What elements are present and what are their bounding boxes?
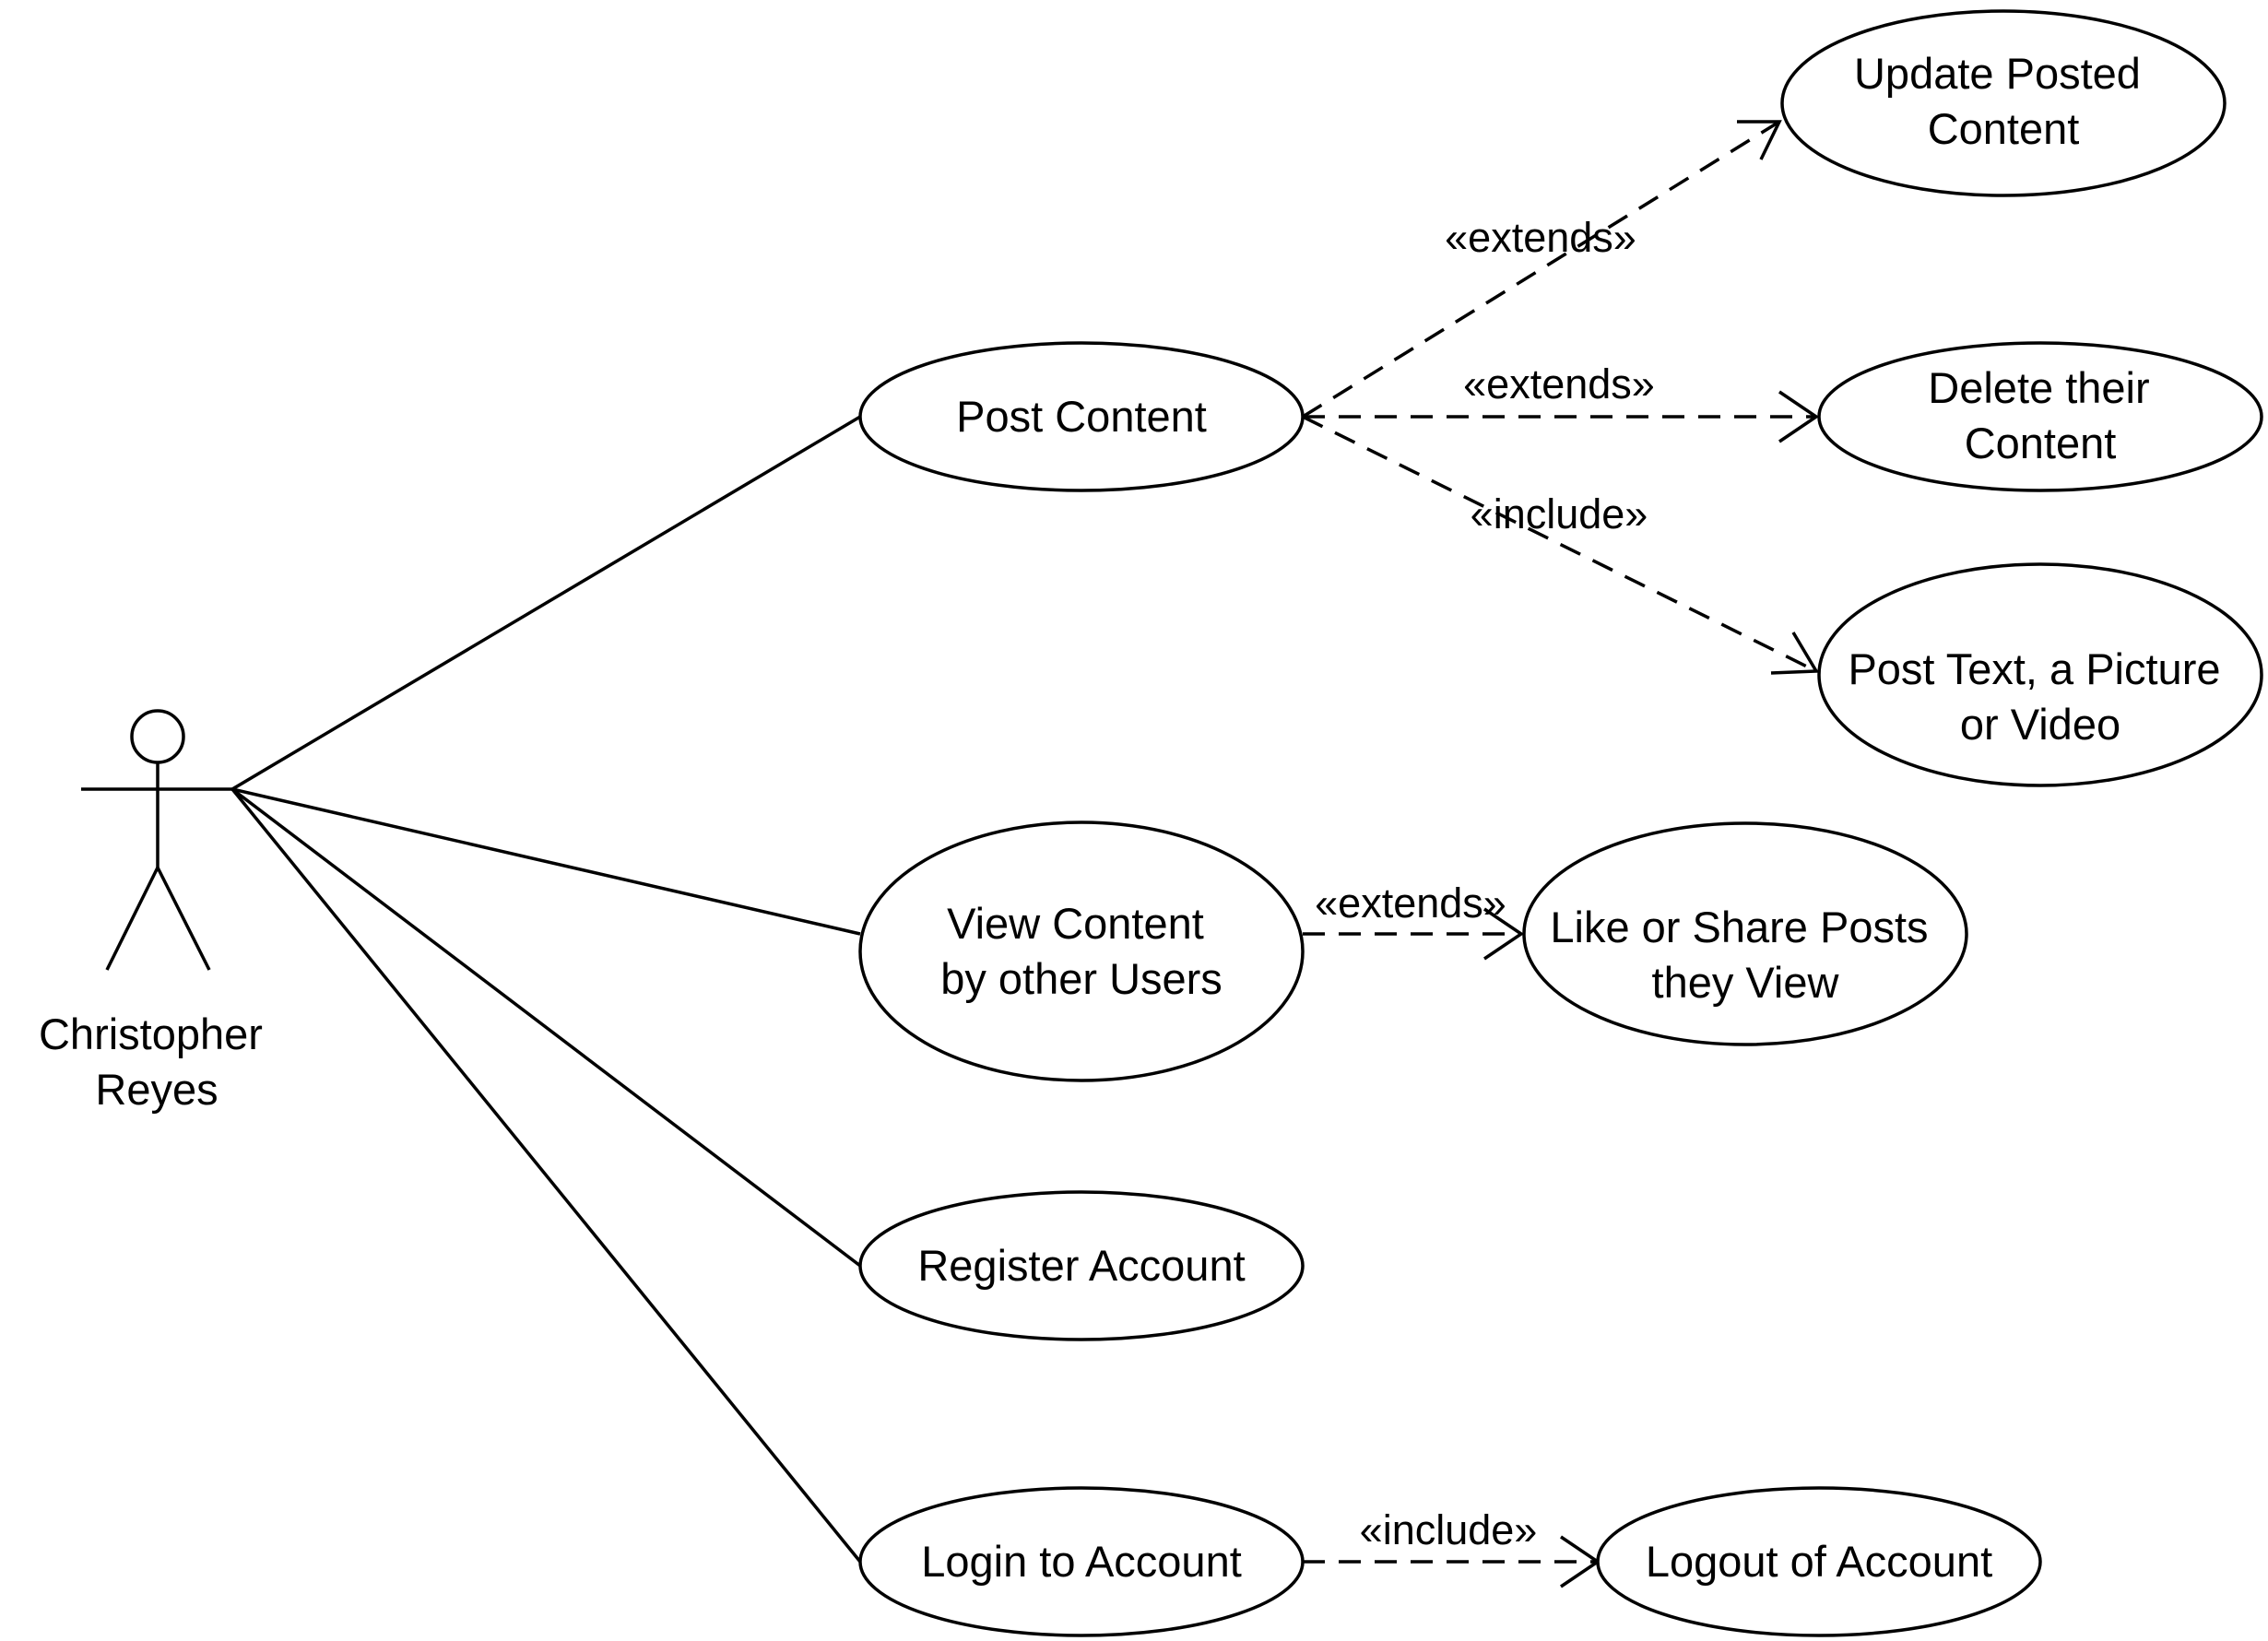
use-case-label-login-account: Login to Account <box>921 1537 1242 1586</box>
label-post-to-text: «include» <box>1471 490 1648 537</box>
use-case-label-post-content: Post Content <box>956 392 1207 441</box>
association-post-content <box>231 415 861 791</box>
dependency-post-to-text <box>1302 415 1817 673</box>
use-case-label-view-content: View Content by other Users <box>940 899 1223 1003</box>
arrowhead-update <box>1737 120 1782 160</box>
label-view-to-like: «extends» <box>1315 880 1506 927</box>
association-register-account <box>230 787 862 1268</box>
label-post-to-update: «extends» <box>1445 214 1636 261</box>
use-case-register-account <box>858 1190 1305 1341</box>
use-case-view-content <box>858 820 1305 1082</box>
use-case-label-register-account: Register Account <box>917 1241 1245 1290</box>
arrowhead-delete <box>1778 390 1820 443</box>
label-login-to-logout: «include» <box>1360 1506 1538 1553</box>
use-case-label-delete-content: Delete their Content <box>1928 363 2161 467</box>
association-login-account <box>230 787 862 1564</box>
use-case-like-share-posts <box>1522 821 1968 1046</box>
use-case-update-posted-content <box>1780 9 2227 197</box>
use-case-login-account <box>858 1486 1305 1637</box>
use-case-logout-account <box>1596 1486 2042 1637</box>
association-view-content <box>231 787 861 936</box>
arrowhead-like <box>1483 907 1525 961</box>
actor-left-leg <box>105 867 159 971</box>
actor-head <box>130 709 185 764</box>
use-case-delete-content <box>1817 341 2263 492</box>
use-case-label-logout-account: Logout of Account <box>1646 1537 1992 1586</box>
use-case-post-text-picture-video <box>1817 562 2263 787</box>
actor-figure <box>81 709 232 971</box>
label-post-to-delete: «extends» <box>1463 360 1655 407</box>
dependency-post-to-update <box>1302 120 1780 419</box>
use-case-label-post-text-picture-video: Post Text, a Picture or Video <box>1848 644 2232 749</box>
actor-right-leg <box>156 867 211 971</box>
actor-name: Christopher Reyes <box>39 1009 275 1114</box>
use-case-post-content <box>858 341 1305 492</box>
use-case-label-update-posted-content: Update Posted Content <box>1854 49 2153 153</box>
use-case-label-like-share-posts: Like or Share Posts they View <box>1550 903 1940 1007</box>
arrowhead-text <box>1770 632 1820 675</box>
